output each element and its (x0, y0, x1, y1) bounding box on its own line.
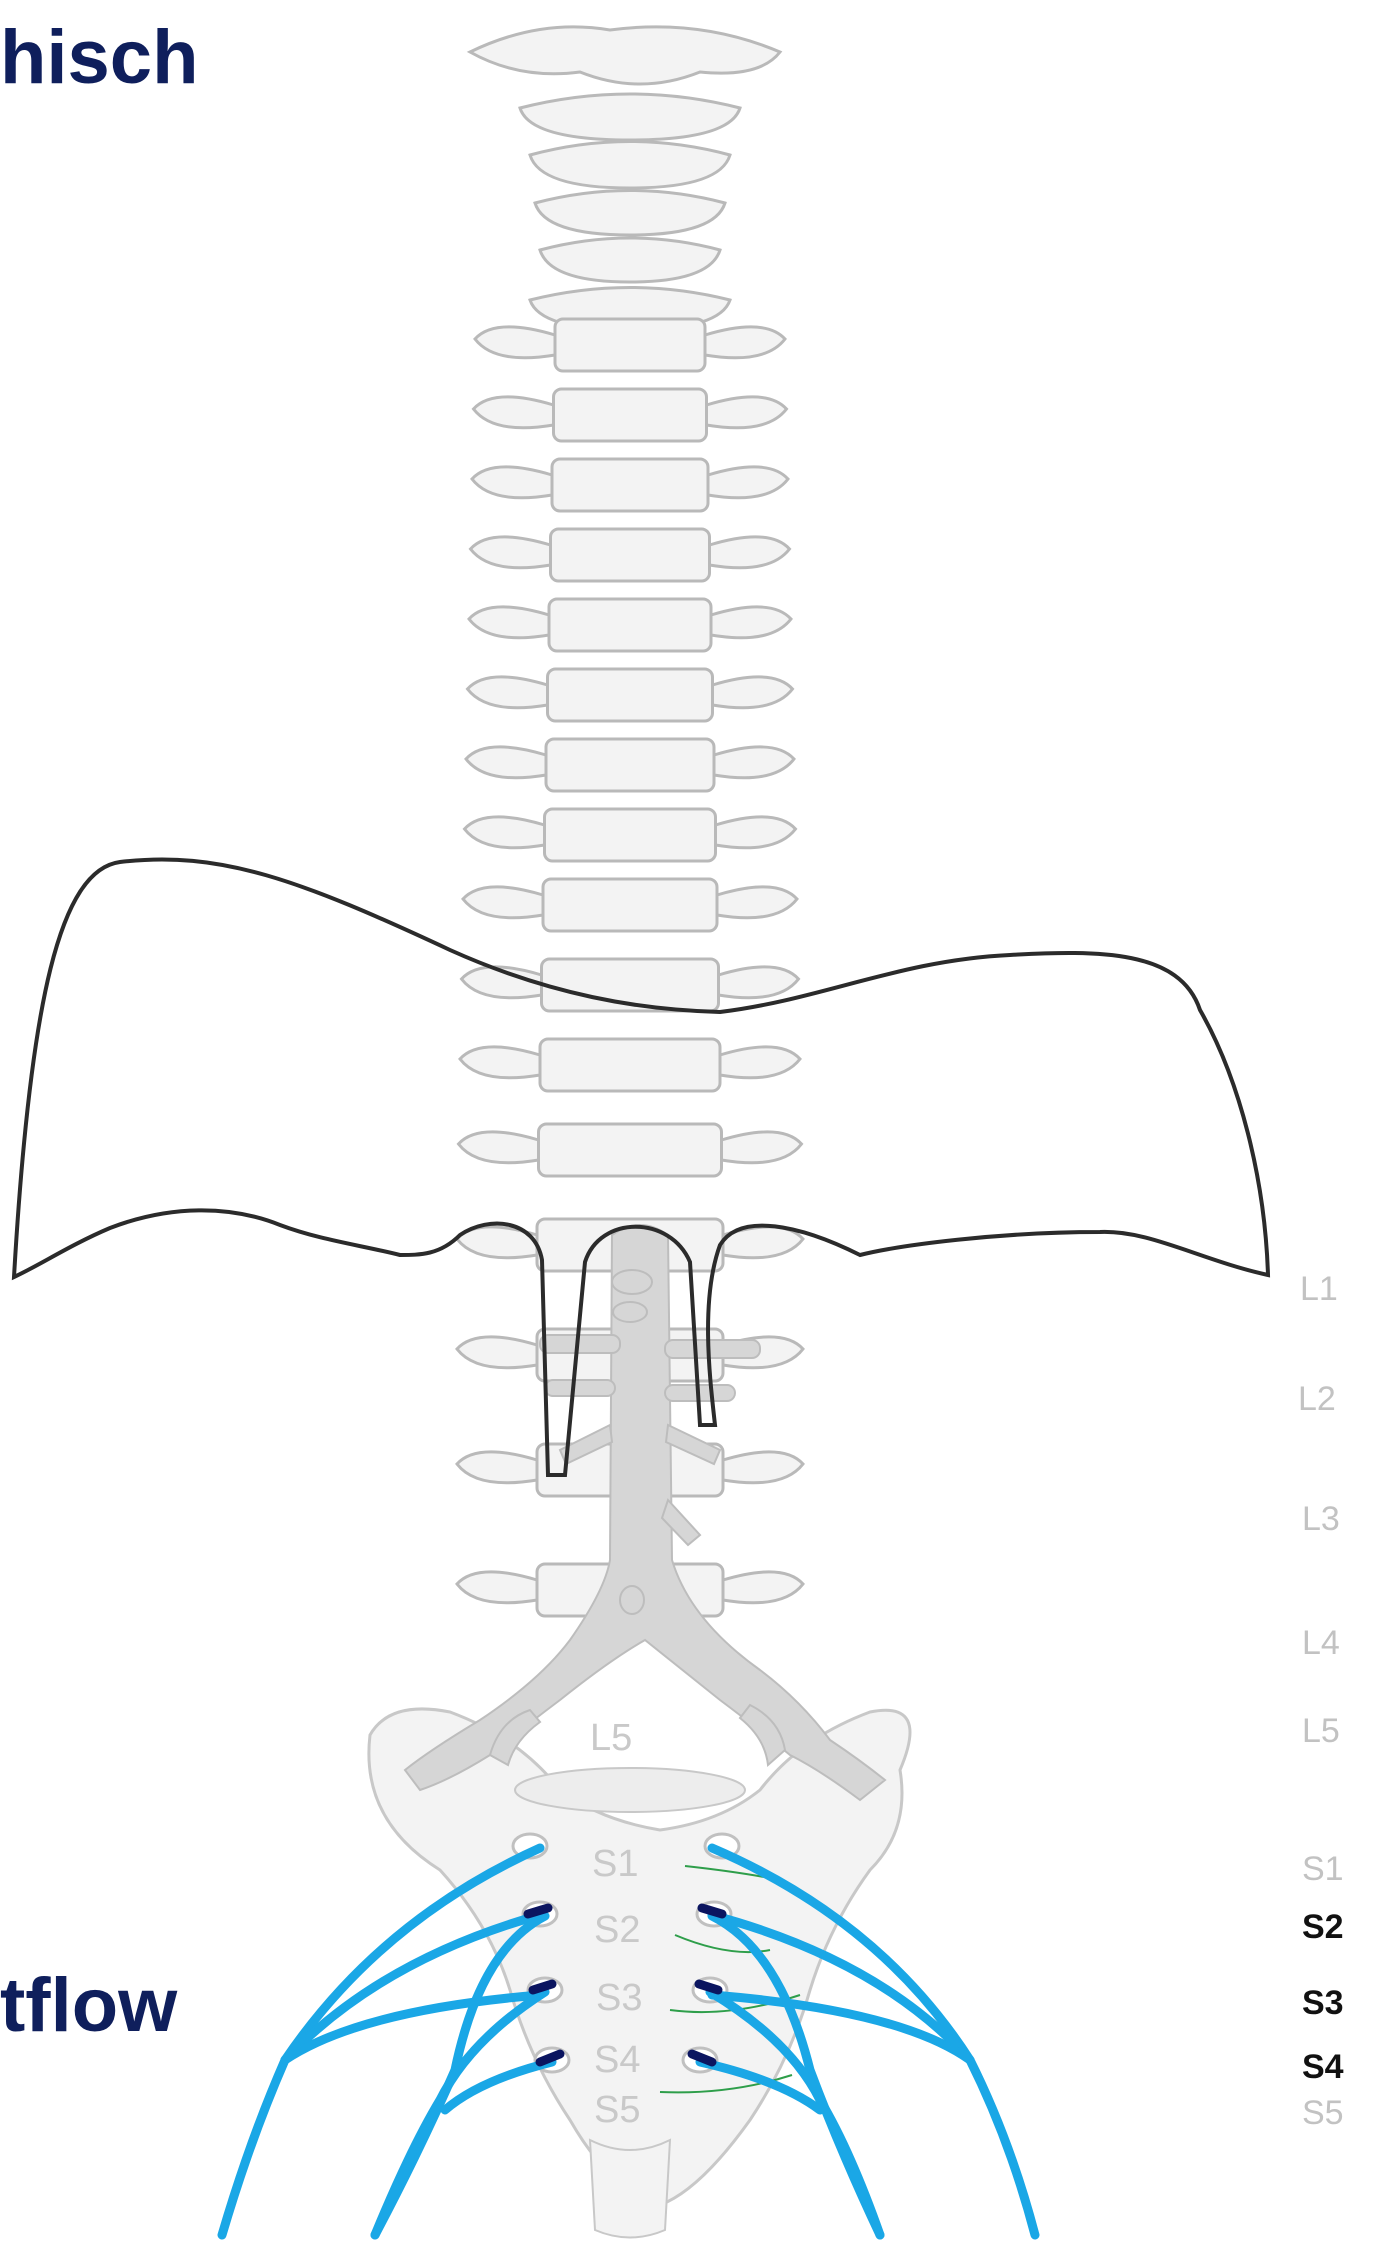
side-label-s5: S5 (1302, 2094, 1344, 2133)
side-label-l5: L5 (1302, 1712, 1340, 1751)
bone-label-s1: S1 (592, 1843, 638, 1885)
side-label-l1: L1 (1300, 1270, 1338, 1309)
bone-label-s5: S5 (594, 2089, 640, 2131)
vertebra (459, 1124, 802, 1176)
bone-label-l5: L5 (590, 1717, 632, 1759)
vertebra (463, 879, 797, 931)
vertebra (475, 319, 785, 371)
aorta (405, 1225, 885, 1800)
side-label-l2: L2 (1298, 1380, 1336, 1419)
bone-label-s3: S3 (596, 1977, 642, 2019)
vertebra (468, 669, 793, 721)
vertebra (465, 809, 796, 861)
side-label-l3: L3 (1302, 1500, 1340, 1539)
side-label-l4: L4 (1302, 1624, 1340, 1663)
vertebra (466, 739, 794, 791)
bone-label-s4: S4 (594, 2039, 640, 2081)
sacrum (369, 1709, 910, 2238)
cervical-spine (470, 27, 780, 330)
side-label-s4: S4 (1302, 2048, 1344, 2087)
vertebra (474, 389, 787, 441)
side-label-s3: S3 (1302, 1984, 1344, 2023)
vertebra (469, 599, 791, 651)
vertebra (472, 459, 788, 511)
vertebra (471, 529, 790, 581)
section-heading-bottom: tflow (0, 1962, 177, 2049)
bone-label-s2: S2 (594, 1909, 640, 1951)
side-label-s2: S2 (1302, 1908, 1344, 1947)
vertebra (460, 1039, 800, 1091)
side-label-s1: S1 (1302, 1850, 1344, 1889)
